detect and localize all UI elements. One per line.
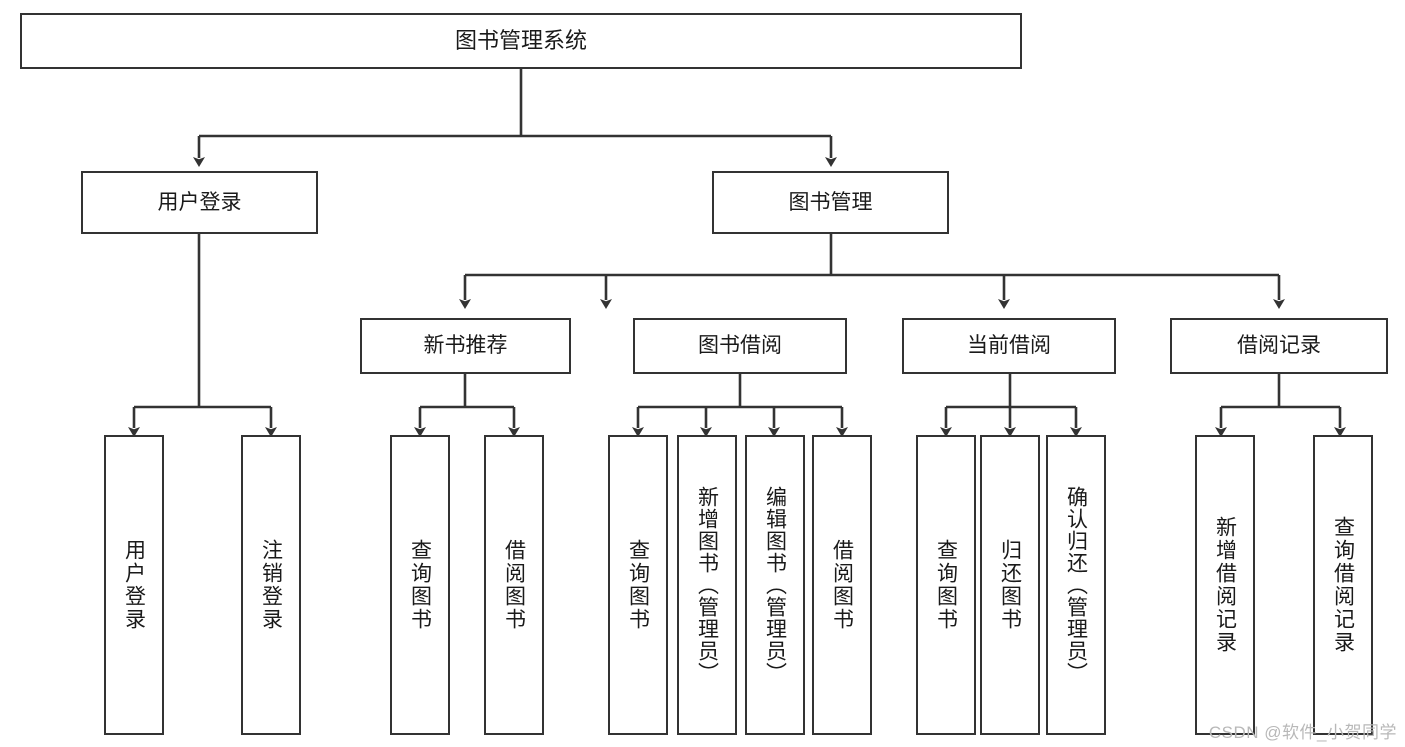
node-leaf-confirm-return[interactable]: 确认归还（管理员）	[1046, 435, 1106, 735]
node-leaf-borrow-book-2-label: 借阅图书	[830, 539, 854, 631]
node-leaf-edit-book-label: 编辑图书（管理员）	[763, 486, 787, 684]
node-book-manage-label: 图书管理	[788, 190, 873, 214]
node-root-label: 图书管理系统	[454, 27, 587, 53]
node-leaf-logout-login[interactable]: 注销登录	[241, 435, 301, 735]
node-leaf-return-book-label: 归还图书	[998, 539, 1022, 631]
node-book-manage[interactable]: 图书管理	[712, 171, 949, 234]
node-leaf-logout-login-label: 注销登录	[259, 539, 283, 631]
node-leaf-confirm-return-label: 确认归还（管理员）	[1064, 486, 1088, 684]
node-leaf-query-book-3[interactable]: 查询图书	[916, 435, 976, 735]
node-leaf-query-book-3-label: 查询图书	[934, 539, 958, 631]
node-new-book-recommend-label: 新书推荐	[423, 334, 508, 358]
watermark: CSDN @软件_小贺同学	[1208, 723, 1397, 742]
node-leaf-edit-book[interactable]: 编辑图书（管理员）	[745, 435, 805, 735]
node-leaf-borrow-book-1-label: 借阅图书	[502, 539, 526, 631]
node-current-borrow[interactable]: 当前借阅	[902, 318, 1116, 374]
node-current-borrow-label: 当前借阅	[967, 334, 1051, 358]
node-leaf-user-login[interactable]: 用户登录	[104, 435, 164, 735]
node-borrow-record-label: 借阅记录	[1237, 334, 1321, 358]
node-leaf-query-record[interactable]: 查询借阅记录	[1313, 435, 1373, 735]
node-borrow-record[interactable]: 借阅记录	[1170, 318, 1388, 374]
node-leaf-add-record[interactable]: 新增借阅记录	[1195, 435, 1255, 735]
node-leaf-query-book-2[interactable]: 查询图书	[608, 435, 668, 735]
node-leaf-query-book-1[interactable]: 查询图书	[390, 435, 450, 735]
node-leaf-add-book-label: 新增图书（管理员）	[695, 486, 719, 684]
node-leaf-add-record-label: 新增借阅记录	[1213, 516, 1237, 654]
node-leaf-query-book-1-label: 查询图书	[408, 539, 432, 631]
node-book-borrow[interactable]: 图书借阅	[633, 318, 847, 374]
node-new-book-recommend[interactable]: 新书推荐	[360, 318, 571, 374]
node-user-login[interactable]: 用户登录	[81, 171, 318, 234]
node-leaf-return-book[interactable]: 归还图书	[980, 435, 1040, 735]
node-root[interactable]: 图书管理系统	[20, 13, 1022, 69]
node-leaf-user-login-label: 用户登录	[122, 539, 146, 631]
node-user-login-label: 用户登录	[157, 190, 242, 214]
node-leaf-borrow-book-2[interactable]: 借阅图书	[812, 435, 872, 735]
node-book-borrow-label: 图书借阅	[698, 334, 782, 358]
node-leaf-borrow-book-1[interactable]: 借阅图书	[484, 435, 544, 735]
node-leaf-query-record-label: 查询借阅记录	[1331, 516, 1355, 654]
node-leaf-query-book-2-label: 查询图书	[626, 539, 650, 631]
node-leaf-add-book[interactable]: 新增图书（管理员）	[677, 435, 737, 735]
